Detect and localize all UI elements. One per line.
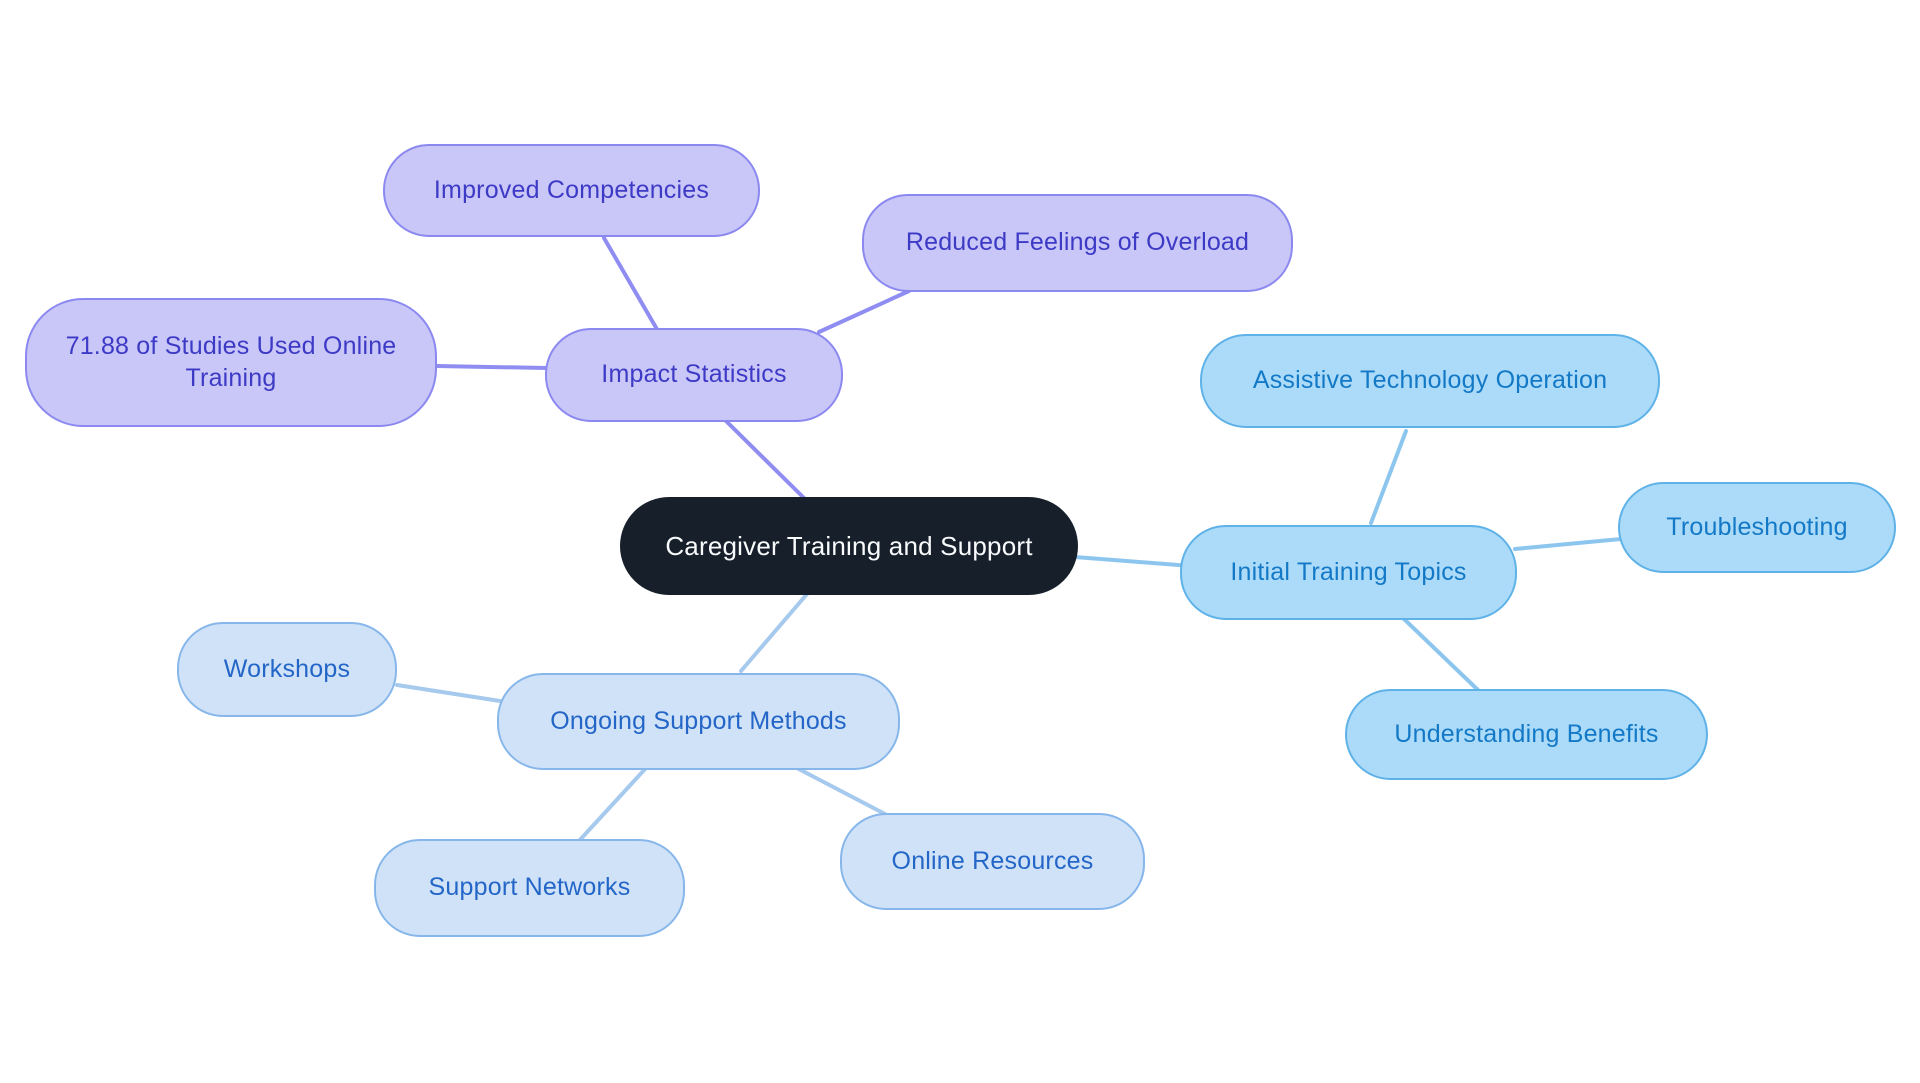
child-node-studies-used-online-training[interactable]: 71.88 of Studies Used Online Training	[25, 298, 437, 427]
edge-impact-to-improved-competencies	[602, 236, 660, 333]
child-node-troubleshooting[interactable]: Troubleshooting	[1618, 482, 1896, 573]
edge-impact-to-studies-online-training	[434, 364, 549, 370]
branch-node-ongoing-support-methods[interactable]: Ongoing Support Methods	[497, 673, 900, 770]
edge-initial-to-understanding-benefits	[1402, 617, 1481, 693]
child-node-workshops[interactable]: Workshops	[177, 622, 397, 717]
child-node-online-resources[interactable]: Online Resources	[840, 813, 1145, 910]
child-node-reduced-feelings-of-overload[interactable]: Reduced Feelings of Overload	[862, 194, 1293, 292]
edge-ongoing-to-online-resources	[791, 764, 887, 816]
branch-node-initial-training-topics[interactable]: Initial Training Topics	[1180, 525, 1517, 620]
edge-ongoing-to-workshops	[395, 683, 502, 703]
edge-ongoing-to-support-networks	[576, 766, 648, 844]
edge-impact-to-reduced-overload	[817, 289, 911, 334]
edge-root-to-ongoing-support-methods	[739, 592, 809, 673]
branch-node-impact-statistics[interactable]: Impact Statistics	[545, 328, 843, 422]
child-node-support-networks[interactable]: Support Networks	[374, 839, 685, 937]
edge-root-to-initial-training-topics	[1073, 555, 1193, 568]
edge-root-to-impact-statistics	[719, 414, 808, 502]
edge-initial-to-assistive-technology	[1369, 429, 1408, 525]
child-node-assistive-technology-operation[interactable]: Assistive Technology Operation	[1200, 334, 1660, 428]
root-node-caregiver-training[interactable]: Caregiver Training and Support	[620, 497, 1078, 595]
child-node-improved-competencies[interactable]: Improved Competencies	[383, 144, 760, 237]
child-node-understanding-benefits[interactable]: Understanding Benefits	[1345, 689, 1708, 780]
edge-initial-to-troubleshooting	[1513, 537, 1623, 551]
